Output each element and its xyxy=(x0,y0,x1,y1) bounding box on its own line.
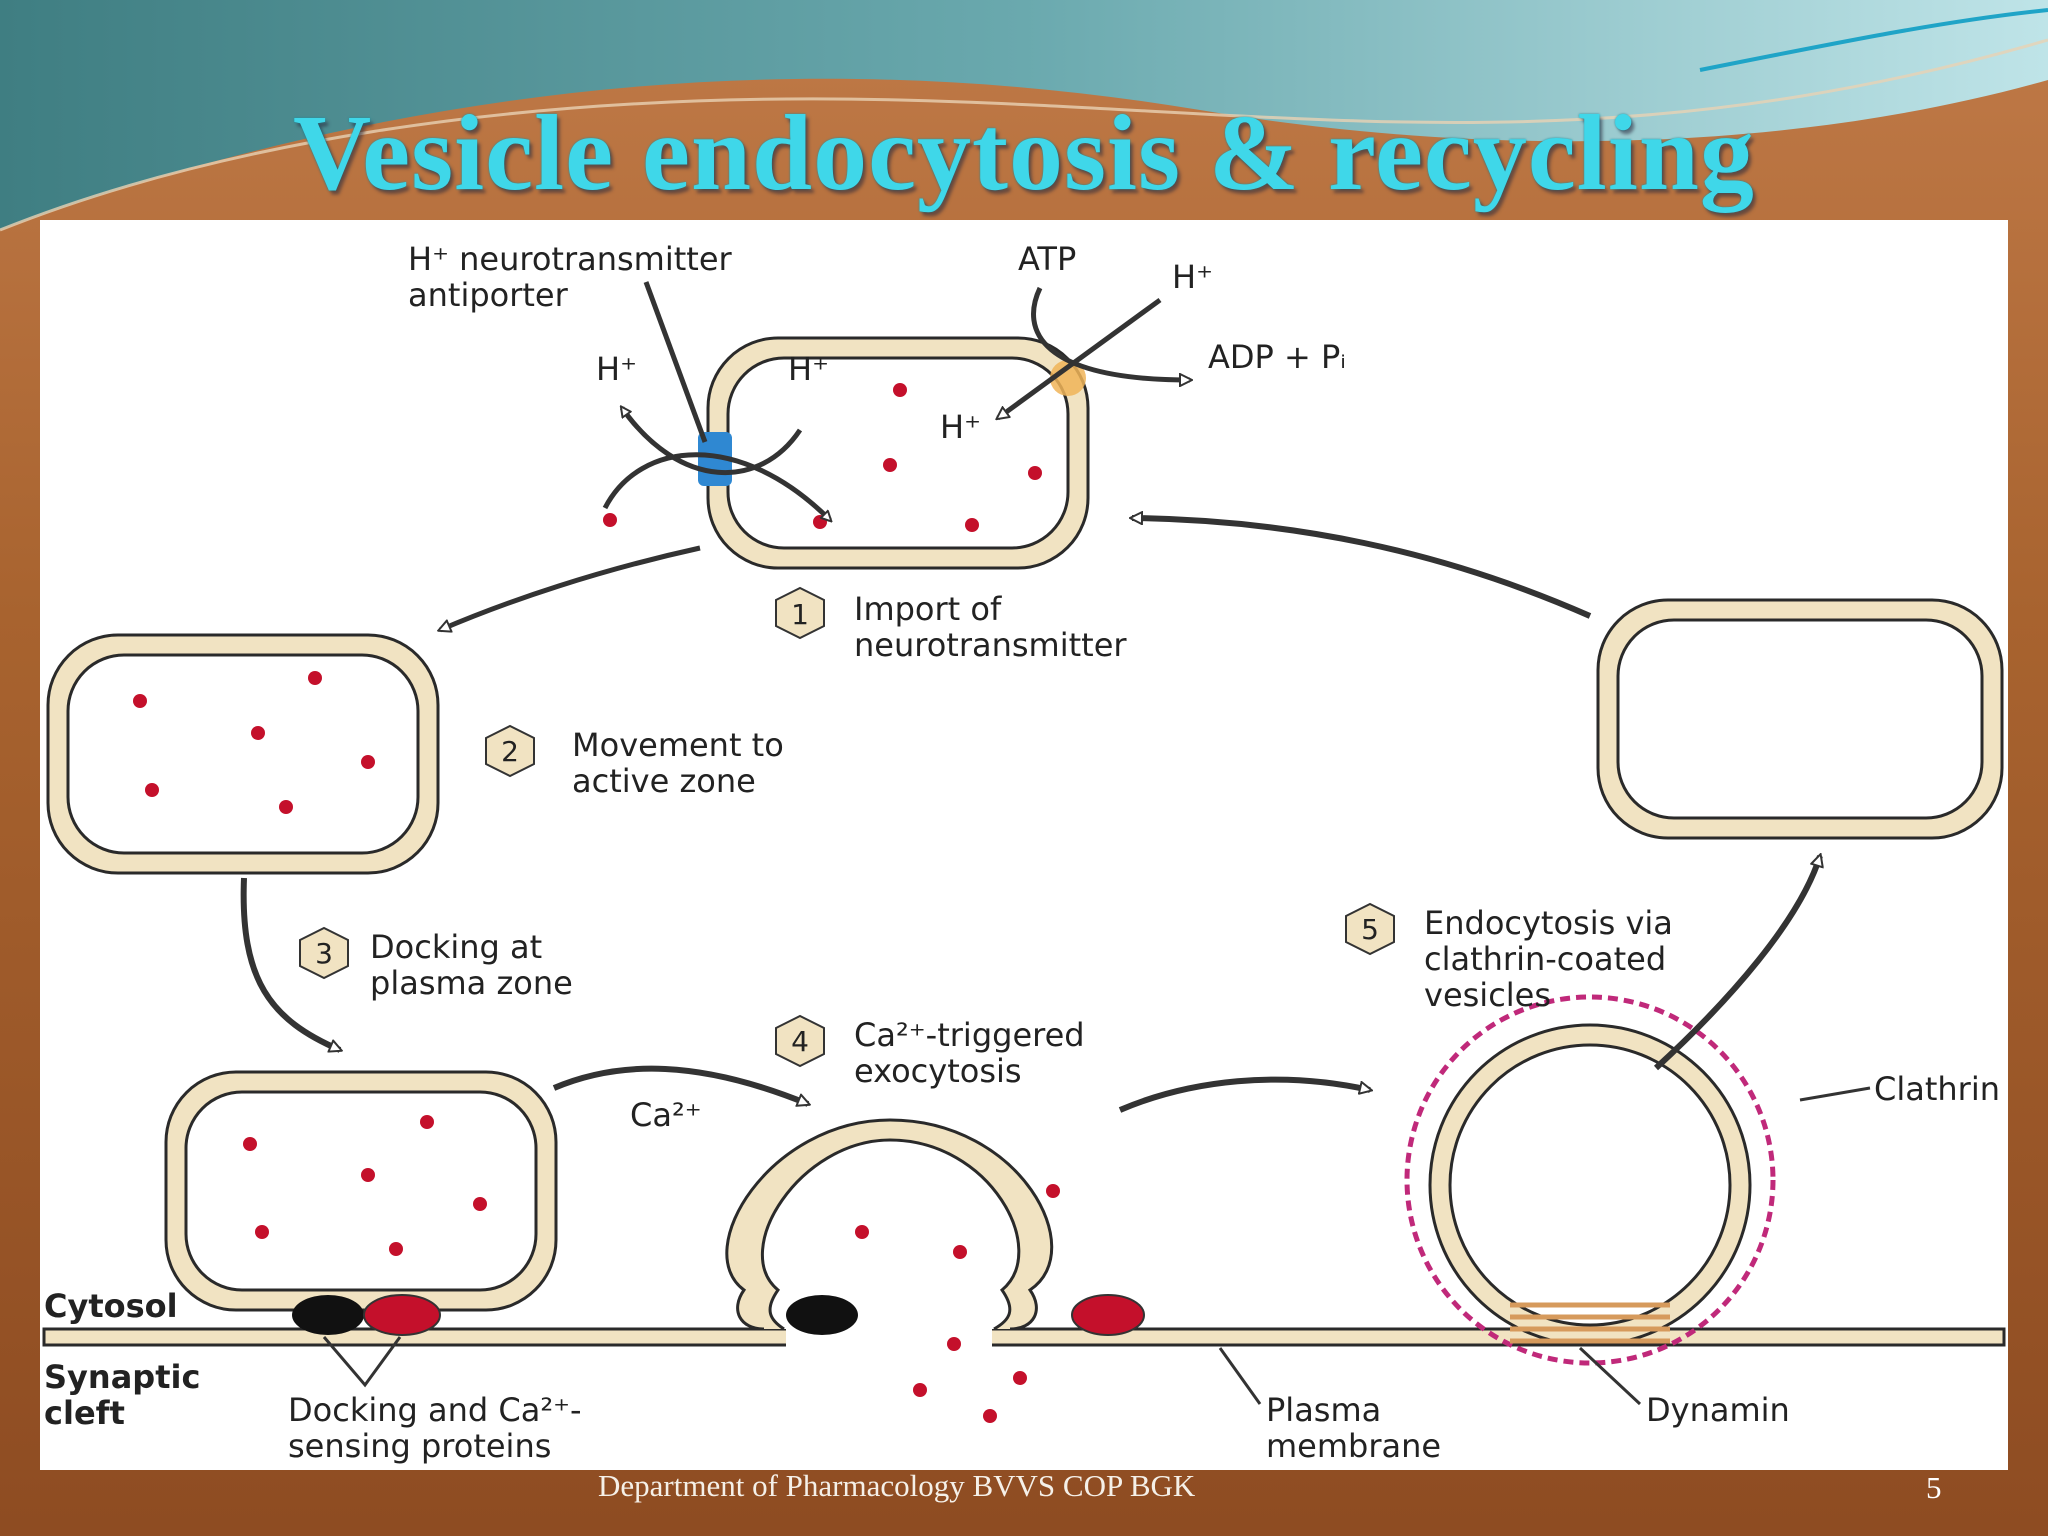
step-1-line1: Import of xyxy=(854,590,1002,628)
arrow-5-to-6 xyxy=(1653,856,1820,1071)
step-5-line1: Endocytosis via xyxy=(1424,904,1673,942)
step-2: 2 Movement to active zone xyxy=(485,724,784,800)
step-4-line2: exocytosis xyxy=(854,1052,1022,1090)
dynamin-pointer xyxy=(1578,1346,1642,1406)
step-2-line1: Movement to xyxy=(572,726,784,764)
atp-label: ATP xyxy=(1018,240,1076,278)
synaptic-label-2: cleft xyxy=(44,1394,125,1432)
plasma-label-2: membrane xyxy=(1266,1427,1441,1465)
vesicle-cycle-diagram: H⁺ neurotransmitter antiporter ATP H⁺ AD… xyxy=(42,240,2006,1465)
footer-department: Department of Pharmacology BVVS COP BGK xyxy=(598,1468,1196,1503)
arrow-1-to-2 xyxy=(440,545,701,630)
background-wave xyxy=(0,0,2048,232)
step-1: 1 Import of neurotransmitter xyxy=(775,586,1127,664)
atpase-protein xyxy=(1050,360,1086,396)
antiporter-flows xyxy=(602,281,830,520)
synaptic-label-1: Synaptic xyxy=(44,1358,200,1396)
docking-protein-black xyxy=(292,1295,364,1335)
antiporter-label-1: H⁺ neurotransmitter xyxy=(408,240,733,278)
step-3-number: 3 xyxy=(315,937,333,970)
docking-protein-red xyxy=(363,1294,441,1336)
step-5: 5 Endocytosis via clathrin-coated vesicl… xyxy=(1345,902,1673,1014)
dynamin-rings xyxy=(1510,1302,1670,1344)
step-5-line2: clathrin-coated xyxy=(1424,940,1666,978)
diagram-panel: H⁺ neurotransmitter antiporter ATP H⁺ AD… xyxy=(40,220,2008,1470)
step-5-line3: vesicles xyxy=(1424,976,1551,1014)
arrow-4-to-5 xyxy=(1118,1076,1370,1113)
step-4-line1: Ca²⁺-triggered xyxy=(854,1016,1085,1054)
ca-label: Ca²⁺ xyxy=(630,1096,702,1134)
step-4-number: 4 xyxy=(791,1025,809,1058)
step-3-line2: plasma zone xyxy=(370,964,573,1002)
neurotransmitters-v1 xyxy=(603,383,1042,532)
docking-label-1: Docking and Ca²⁺- xyxy=(288,1391,582,1429)
docking-protein-red-2 xyxy=(1071,1294,1145,1336)
step-3: 3 Docking at plasma zone xyxy=(299,926,573,1002)
atp-pump-arrows xyxy=(998,286,1190,418)
vesicle-movement xyxy=(46,633,440,875)
vesicle-docked xyxy=(164,1070,558,1312)
docking-pointer xyxy=(322,1336,402,1388)
antiporter-label-2: antiporter xyxy=(408,276,569,314)
h-label-inside: H⁺ xyxy=(940,408,981,446)
adp-label: ADP + Pᵢ xyxy=(1208,338,1346,376)
step-5-number: 5 xyxy=(1361,913,1379,946)
docking-label-2: sensing proteins xyxy=(288,1427,551,1465)
step-1-line2: neurotransmitter xyxy=(854,626,1127,664)
neurotransmitters-v2 xyxy=(133,671,375,814)
h-label-left-in: H⁺ xyxy=(788,350,829,388)
arrow-6-to-1 xyxy=(1132,518,1592,619)
step-3-line1: Docking at xyxy=(370,928,542,966)
clathrin-pointer xyxy=(1799,1086,1871,1102)
vesicle-fusing xyxy=(725,1118,1054,1347)
docking-protein-black-2 xyxy=(786,1295,858,1335)
neurotransmitters-v3 xyxy=(243,1115,487,1256)
neurotransmitters-v4 xyxy=(855,1184,1060,1423)
plasma-label-1: Plasma xyxy=(1266,1391,1381,1429)
slide-title: Vesicle endocytosis & recycling xyxy=(293,94,1755,213)
vesicle-empty xyxy=(1596,598,2004,840)
step-2-number: 2 xyxy=(501,735,519,768)
arrow-3-to-4 xyxy=(552,1065,808,1104)
vesicle-endocytosis xyxy=(1428,1023,1752,1347)
dynamin-label: Dynamin xyxy=(1646,1391,1790,1429)
page-number: 5 xyxy=(1926,1470,1942,1505)
step-1-number: 1 xyxy=(791,598,809,631)
clathrin-coat xyxy=(1404,994,1776,1366)
cytosol-label: Cytosol xyxy=(44,1287,178,1325)
step-2-line2: active zone xyxy=(572,762,756,800)
plasma-pointer xyxy=(1218,1347,1262,1405)
clathrin-label: Clathrin xyxy=(1874,1070,2000,1108)
h-label-top-right: H⁺ xyxy=(1172,258,1213,296)
step-4: 4 Ca²⁺-triggered exocytosis xyxy=(775,1014,1085,1090)
vesicle-import xyxy=(706,336,1090,570)
h-label-left-out: H⁺ xyxy=(596,350,637,388)
arrow-2-to-3 xyxy=(240,877,340,1053)
